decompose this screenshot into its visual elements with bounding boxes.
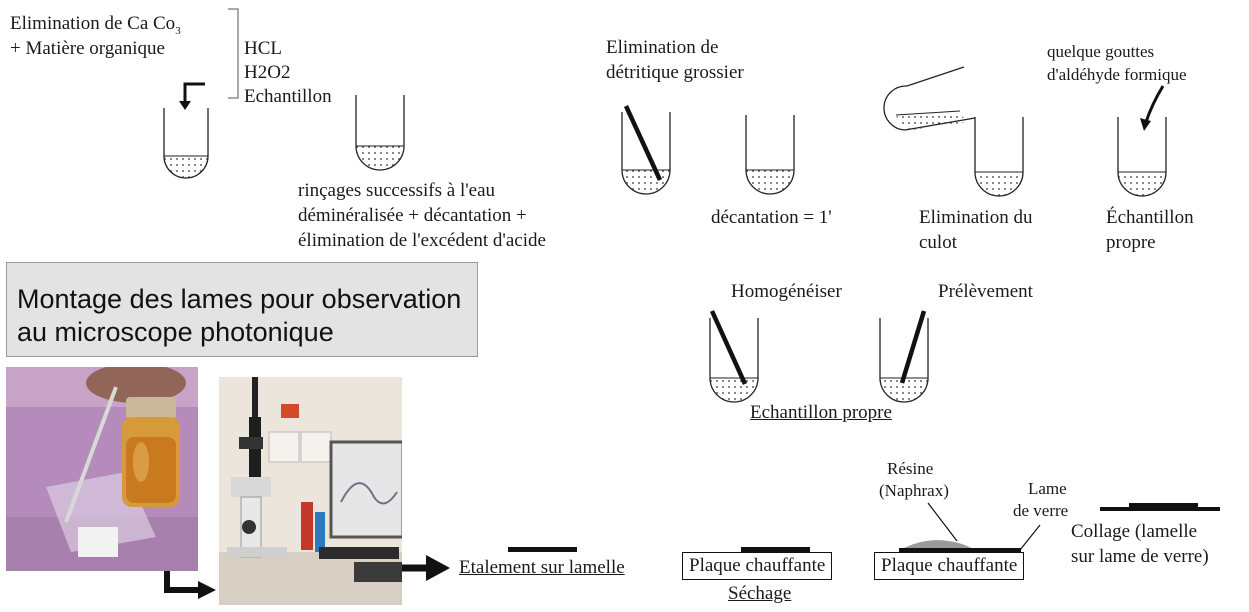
coverslip — [508, 547, 577, 552]
step5-caption-line1: Échantillon — [1106, 207, 1194, 228]
test-tube-5 — [974, 117, 1024, 197]
spreading-label: Etalement sur lamelle — [459, 557, 625, 578]
glass-slide-label-line2: de verre — [1013, 501, 1069, 520]
photo-sample-preparation — [6, 367, 198, 571]
section-title-line2: au microscope photonique — [17, 317, 334, 347]
homogenize-label: Homogénéiser — [731, 281, 842, 302]
hotplate-box-1: Plaque chauffante — [682, 552, 833, 580]
test-tube-homogenize — [709, 310, 759, 403]
step4-caption-line2: culot — [919, 232, 957, 253]
glass-rod-icon — [623, 105, 663, 181]
test-tube-3-with-rod — [621, 105, 671, 195]
reagent-hcl: HCL — [244, 38, 282, 59]
step3-label-line1: Elimination de — [606, 37, 719, 58]
step4-caption-line1: Elimination du — [919, 207, 1033, 228]
reagent-h2o2: H2O2 — [244, 62, 291, 83]
hotplate-box-2: Plaque chauffante — [874, 552, 1025, 580]
glass-slide — [899, 548, 1021, 552]
test-tube-6 — [1117, 117, 1167, 197]
gluing-label-line1: Collage (lamelle — [1071, 521, 1198, 542]
drying-label: Séchage — [728, 583, 792, 604]
test-tube-4 — [745, 115, 795, 195]
step1-label-line2: + Matière organique — [10, 38, 165, 59]
right-arrow-icon — [164, 570, 216, 599]
reagent-bracket — [228, 8, 239, 99]
right-arrow-icon — [400, 555, 450, 581]
slide-pointer — [1019, 524, 1041, 551]
clean-sample-caption: Echantillon propre — [750, 402, 892, 423]
coverslip — [741, 547, 810, 552]
tilted-tube-pouring — [883, 66, 976, 131]
mounted-slide — [1100, 507, 1220, 511]
pipette-icon — [899, 310, 927, 384]
step3-caption: décantation = 1' — [711, 207, 832, 228]
gluing-label-line2: sur lame de verre) — [1071, 546, 1209, 567]
step2-caption-line3: élimination de l'excédent d'acide — [298, 230, 546, 251]
photo-microscope — [219, 377, 402, 605]
step1-label-line1: Elimination de Ca Co3 — [10, 13, 181, 37]
step5-label-line2: d'aldéhyde formique — [1047, 65, 1187, 84]
resin-pointer — [927, 502, 958, 542]
test-tube-sampling — [879, 310, 929, 403]
section-title-line1: Montage des lames pour observation — [17, 284, 462, 314]
step5-label-line1: quelque gouttes — [1047, 42, 1155, 61]
sampling-label: Prélèvement — [938, 281, 1033, 302]
resin-label-line2: (Naphrax) — [879, 481, 949, 500]
section-title-box: Montage des lames pour observation au mi… — [6, 262, 478, 357]
reagent-sample: Echantillon — [244, 86, 332, 107]
resin-mound — [900, 540, 976, 550]
resin-label-line1: Résine — [887, 459, 934, 478]
step2-caption-line1: rinçages successifs à l'eau — [298, 180, 496, 201]
step3-label-line2: détritique grossier — [606, 62, 744, 83]
mounted-coverslip — [1129, 503, 1198, 507]
down-arrow-icon — [179, 82, 205, 110]
step5-caption-line2: propre — [1106, 232, 1156, 253]
step2-caption-line2: déminéralisée + décantation + — [298, 205, 527, 226]
glass-rod-icon — [709, 310, 748, 385]
test-tube-1 — [163, 108, 209, 179]
drop-arrow-icon — [1140, 85, 1165, 131]
test-tube-2 — [355, 95, 405, 171]
glass-slide-label-line1: Lame — [1028, 479, 1067, 498]
